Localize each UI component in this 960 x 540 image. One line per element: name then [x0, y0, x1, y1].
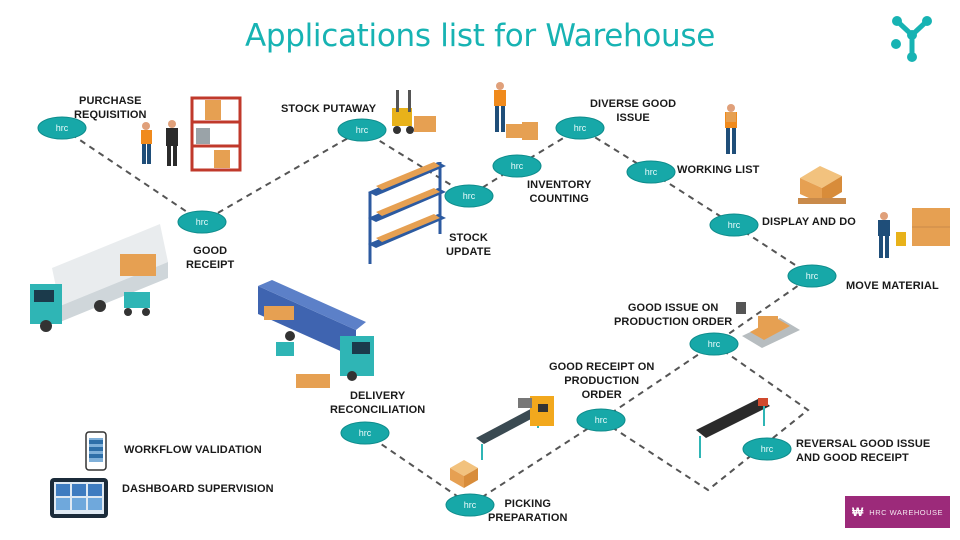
node-disc — [492, 154, 542, 178]
tablet-dashboard-icon — [50, 478, 108, 518]
node-disc — [444, 184, 494, 208]
node-disc — [787, 264, 837, 288]
forklift-illustration — [392, 90, 436, 134]
picking-boxes-illustration — [450, 460, 478, 488]
node-good-receipt: hrc — [177, 210, 227, 234]
node-disc — [340, 421, 390, 445]
node-disc — [555, 116, 605, 140]
node-stock-update: hrc — [444, 184, 494, 208]
scale-boxes-illustration — [736, 302, 800, 348]
node-disc — [337, 118, 387, 142]
brand-mark-icon: ₩ — [851, 505, 864, 519]
node-badge-text: hrc — [645, 167, 658, 177]
node-badge-text: hrc — [511, 161, 524, 171]
conveyor-illustration — [696, 398, 770, 458]
label-working-list: WORKING LIST — [677, 164, 760, 176]
node-disc — [445, 493, 495, 517]
label-move-material: MOVE MATERIAL — [846, 280, 939, 292]
handshake-people-illustration — [141, 120, 178, 166]
node-disc — [576, 408, 626, 432]
node-disc — [177, 210, 227, 234]
phone-icon — [85, 431, 107, 471]
brand-logo-box: ₩ HRC WAREHOUSE — [845, 496, 950, 528]
pallet-boxes-illustration — [798, 166, 846, 204]
node-move-material: hrc — [787, 264, 837, 288]
truck-receipt-illustration — [30, 224, 168, 332]
illustrations — [30, 16, 950, 518]
node-diverse-good-issue: hrc — [555, 116, 605, 140]
node-purchase-requisition: hrc — [37, 116, 87, 140]
node-disc — [37, 116, 87, 140]
truck-delivery-illustration — [258, 280, 374, 388]
worker-boxes-illustration — [494, 82, 538, 140]
legend-workflow-validation: WORKFLOW VALIDATION — [124, 444, 262, 456]
node-badge-text: hrc — [56, 123, 69, 133]
node-disc — [626, 160, 676, 184]
node-badge-text: hrc — [356, 125, 369, 135]
node-inventory-counting: hrc — [492, 154, 542, 178]
process-nodes: hrc hrc hrc hrc hrc hrc hrc hrc hrc hrc hrc hrc hrc h… — [37, 116, 837, 517]
node-delivery-reconciliation: hrc — [340, 421, 390, 445]
node-disc — [709, 213, 759, 237]
worker-carrying-box-illustration — [725, 104, 737, 154]
node-badge-text: hrc — [196, 217, 209, 227]
node-reversal: hrc — [742, 437, 792, 461]
node-working-list: hrc — [626, 160, 676, 184]
pallet-jack-illustration — [878, 208, 950, 258]
node-badge-text: hrc — [574, 123, 587, 133]
node-stock-putaway: hrc — [337, 118, 387, 142]
shelf-illustration — [190, 96, 242, 172]
node-good-receipt-production: hrc — [576, 408, 626, 432]
node-display-and-do: hrc — [709, 213, 759, 237]
node-badge-text: hrc — [463, 191, 476, 201]
label-stock-putaway: STOCK PUTAWAY — [281, 103, 377, 115]
node-badge-text: hrc — [728, 220, 741, 230]
warehouse-rack-illustration — [368, 162, 446, 264]
node-badge-text: hrc — [359, 428, 372, 438]
node-disc — [742, 437, 792, 461]
hrc-logo-icon — [891, 16, 932, 62]
node-disc — [689, 332, 739, 356]
brand-logo-text: HRC WAREHOUSE — [869, 507, 944, 517]
node-good-issue-production: hrc — [689, 332, 739, 356]
packaging-machine-illustration — [476, 396, 554, 460]
legend-dashboard-supervision: DASHBOARD SUPERVISION — [122, 483, 274, 495]
label-display-and-do: DISPLAY AND DO — [762, 216, 856, 228]
node-badge-text: hrc — [708, 339, 721, 349]
page-title: Applications list for Warehouse — [244, 18, 716, 54]
node-badge-text: hrc — [595, 415, 608, 425]
node-picking-preparation: hrc — [445, 493, 495, 517]
node-badge-text: hrc — [761, 444, 774, 454]
node-badge-text: hrc — [464, 500, 477, 510]
node-badge-text: hrc — [806, 271, 819, 281]
